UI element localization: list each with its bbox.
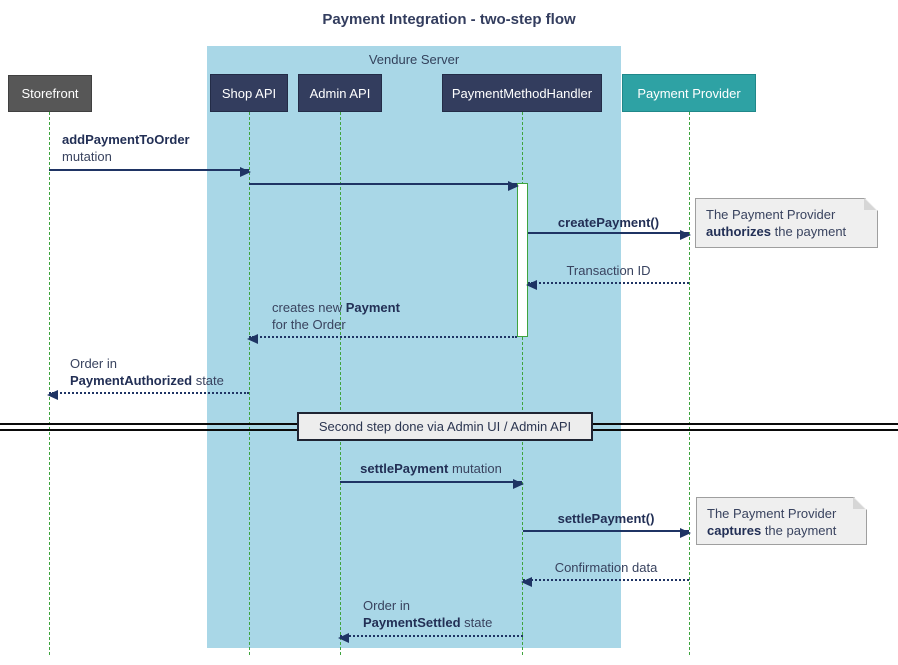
note-authorizes: The Payment Provider authorizes the paym…	[695, 198, 878, 248]
vendure-server-label: Vendure Server	[368, 52, 460, 67]
lifeline-payment-provider	[689, 112, 690, 655]
participant-label: Storefront	[21, 86, 79, 101]
participant-admin-api: Admin API	[298, 74, 382, 112]
arrow-shop-api-to-handler	[249, 181, 519, 191]
arrowhead-left-icon	[47, 390, 58, 400]
arrow-order-settled	[338, 633, 523, 643]
participant-payment-provider: Payment Provider	[622, 74, 756, 112]
message-label-creates-payment: creates new Payment for the Order	[272, 300, 400, 332]
lifeline-shop-api	[249, 112, 250, 655]
message-label-order-authorized: Order in PaymentAuthorized state	[70, 356, 224, 388]
arrowhead-right-icon	[240, 167, 251, 177]
message-label-add-payment: addPaymentToOrder mutation	[62, 132, 190, 164]
arrowhead-left-icon	[526, 280, 537, 290]
participant-shop-api: Shop API	[210, 74, 288, 112]
participant-label: Admin API	[309, 85, 371, 101]
lifeline-payment-method-handler	[522, 112, 523, 655]
message-label-settle-payment-call: settlePayment()	[557, 511, 655, 526]
arrow-order-authorized	[47, 390, 249, 400]
message-label-confirmation: Confirmation data	[554, 560, 658, 575]
arrowhead-right-icon	[513, 479, 524, 489]
diagram-title: Payment Integration - two-step flow	[322, 11, 576, 28]
arrowhead-right-icon	[680, 528, 691, 538]
arrow-settle-payment-call	[523, 528, 691, 538]
divider-label: Second step done via Admin UI / Admin AP…	[297, 412, 593, 441]
participant-payment-method-handler: PaymentMethodHandler	[442, 74, 602, 112]
arrowhead-left-icon	[521, 577, 532, 587]
message-label-create-payment: createPayment()	[557, 215, 660, 230]
activation-bar-payment-method-handler	[517, 183, 528, 337]
arrowhead-right-icon	[680, 230, 691, 240]
arrow-creates-payment	[247, 334, 517, 344]
participant-label: Shop API	[221, 85, 277, 101]
message-label-transaction-id: Transaction ID	[566, 263, 651, 278]
arrow-settle-payment-mutation	[340, 479, 524, 489]
note-captures: The Payment Provider captures the paymen…	[696, 497, 867, 545]
arrowhead-right-icon	[508, 181, 519, 191]
participant-label: Payment Provider	[637, 85, 741, 101]
vendure-server-container	[207, 46, 621, 648]
lifeline-admin-api	[340, 112, 341, 655]
arrow-add-payment	[49, 167, 251, 177]
arrowhead-left-icon	[338, 633, 349, 643]
participant-label: PaymentMethodHandler	[451, 85, 593, 101]
arrowhead-left-icon	[247, 334, 258, 344]
arrow-transaction-id	[526, 280, 689, 290]
participant-storefront: Storefront	[8, 75, 92, 112]
arrow-confirmation	[521, 577, 689, 587]
arrow-create-payment	[528, 230, 691, 240]
message-label-order-settled: Order in PaymentSettled state	[363, 598, 493, 630]
lifeline-storefront	[49, 112, 50, 655]
message-label-settle-payment-mutation: settlePayment mutation	[360, 461, 502, 476]
